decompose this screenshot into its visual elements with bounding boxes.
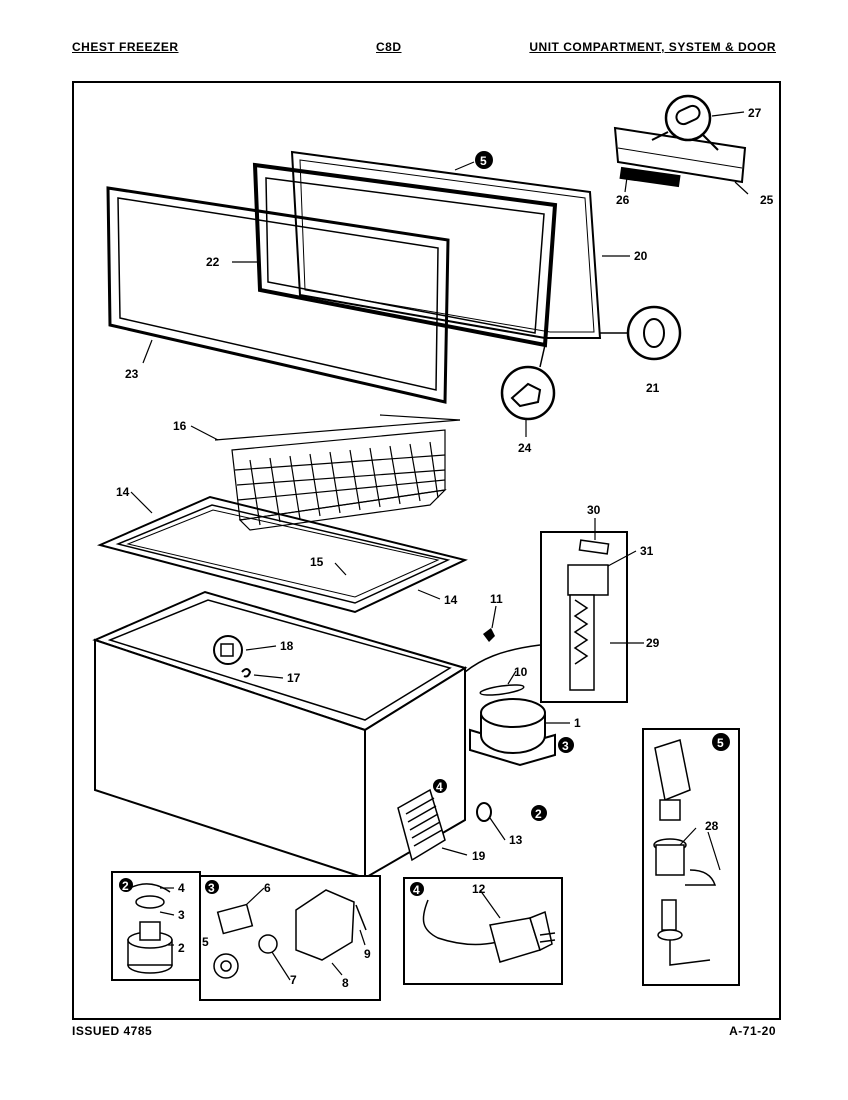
callout-22: 22 [206,255,220,269]
clip-17 [241,668,252,678]
power-cord [464,644,541,673]
defrost-drain-28 [653,739,717,966]
light-socket-icon [220,643,234,657]
callout-19: 19 [472,849,486,863]
callout-13: 13 [509,833,523,847]
grille-19 [397,788,446,862]
callout-27: 27 [748,106,762,120]
callout-28: 28 [705,819,719,833]
cord-clip-11 [483,628,495,642]
marker-5-lid: 5 [480,154,487,168]
marker-5-box: 5 [717,736,724,750]
callout-9: 9 [364,947,371,961]
callout-20: 20 [634,249,648,263]
callout-10: 10 [514,665,528,679]
callout-11: 11 [490,592,503,606]
marker-3-box: 3 [208,881,215,895]
callout-15: 15 [310,555,324,569]
callout-14a: 14 [116,485,130,499]
header-model-code: C8D [376,40,402,54]
callout-8: 8 [342,976,349,990]
marker-2-box: 2 [122,879,129,893]
marker-4-cabinet: 4 [436,780,443,794]
callout-14b: 14 [444,593,458,607]
callout-3: 3 [178,908,185,922]
relay-parts-3 [213,889,367,979]
overload-12 [422,899,556,963]
lid-gasket-frame [252,162,558,348]
callout-12: 12 [472,882,486,896]
footer-issue-date: ISSUED 4785 [72,1024,153,1038]
callout-23: 23 [125,367,139,381]
callout-2: 2 [178,941,185,955]
header-section-title: UNIT COMPARTMENT, SYSTEM & DOOR [529,40,776,54]
thermostat-29 [567,564,609,691]
marker-2-compressor: 2 [535,807,542,821]
screw-icon [510,382,542,408]
hinge-pin-icon [675,104,701,126]
lid-liner-20 [290,150,602,339]
hinge-bar-25 [613,126,747,188]
plug-icon [643,318,665,348]
overload-relay-2 [127,883,173,974]
callout-18: 18 [280,639,294,653]
leader-lines [130,111,749,981]
breaker-trim-14 [96,495,468,614]
callout-6: 6 [264,881,271,895]
callout-5: 5 [202,935,209,949]
compressor-1 [469,698,556,767]
footer-page-code: A-71-20 [729,1024,776,1038]
marker-3-compressor: 3 [562,739,569,753]
callout-labels: 1 2 3 4 5 6 7 8 9 10 11 12 13 14 14 15 1… [116,106,774,990]
drier-10 [479,684,525,696]
grommet-13 [476,802,492,822]
callout-1: 1 [574,716,581,730]
thermostat-knob-30 [578,539,610,555]
callout-17: 17 [287,671,301,685]
callout-24: 24 [518,441,532,455]
callout-25: 25 [760,193,774,207]
callout-30: 30 [587,503,601,517]
callout-7: 7 [290,973,297,987]
diagram-border [72,81,781,1020]
callout-26: 26 [616,193,630,207]
callout-4: 4 [178,881,185,895]
detail-markers: 5 3 2 4 2 3 4 5 [119,151,730,897]
header-model-type: CHEST FREEZER [72,40,179,54]
lid-outer-23 [106,186,450,404]
callout-16: 16 [173,419,187,433]
wire-basket-16 [214,414,461,531]
callout-31: 31 [640,544,654,558]
marker-4-box: 4 [413,883,420,897]
callout-21: 21 [646,381,660,395]
callout-29: 29 [646,636,660,650]
